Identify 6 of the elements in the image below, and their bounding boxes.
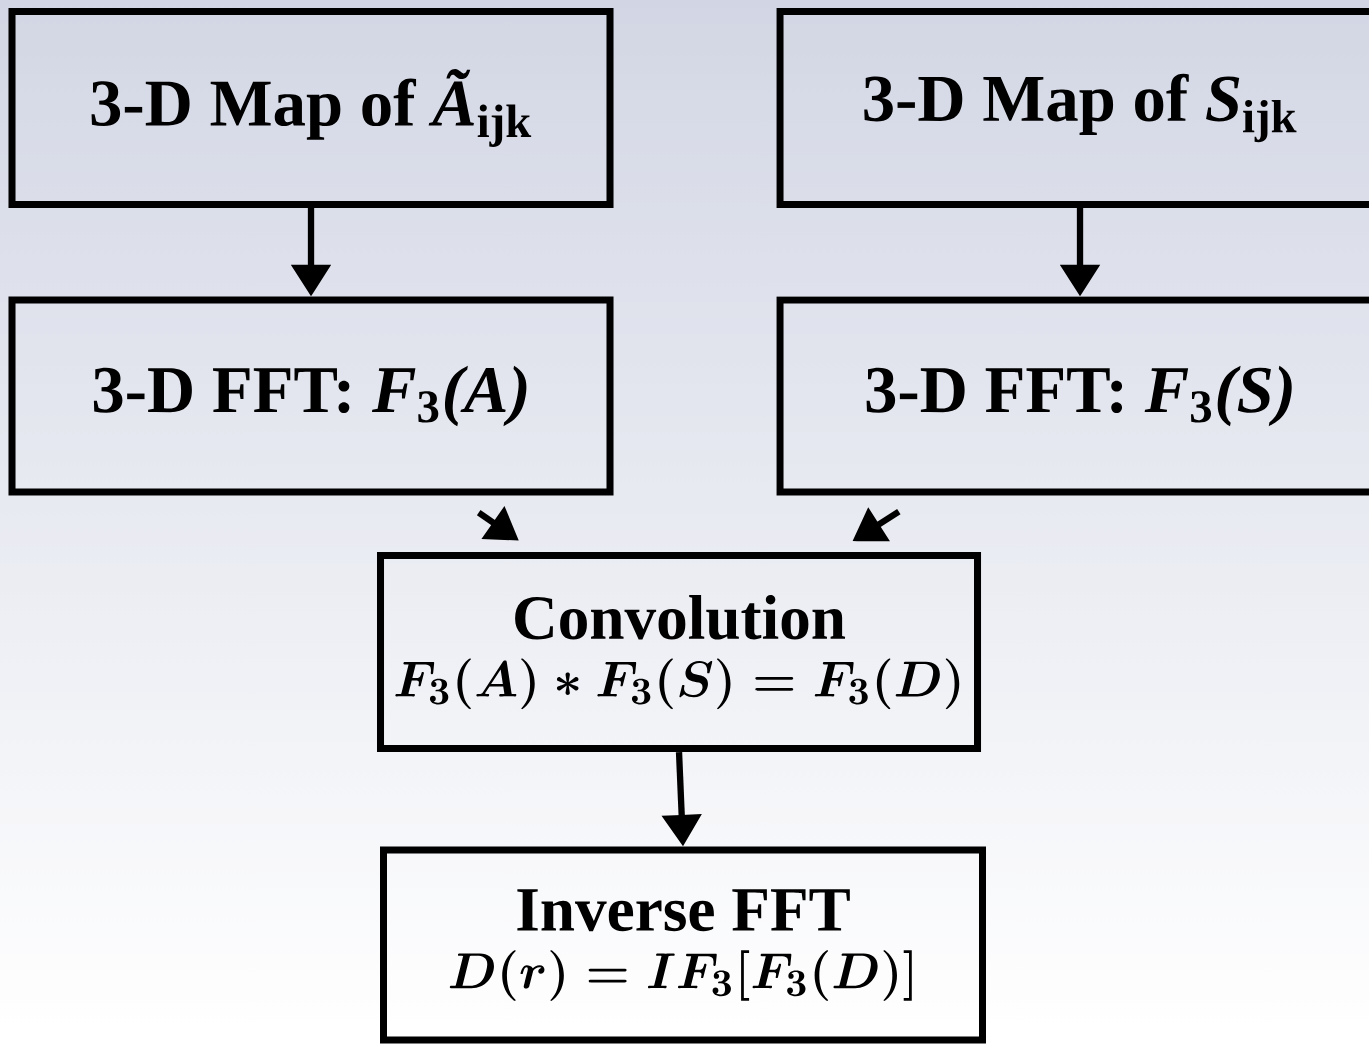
process-box: 3-D FFT: F$_{3}$(S)	[776, 296, 1369, 496]
process-box: 3-D FFT: F$_{3}$(A)	[8, 296, 614, 496]
process-box: Inverse FFT $D(r) = IF_3[F_3(D)]$	[380, 846, 987, 1044]
process-box: 3-D Map of Ã$_{ijk}$	[8, 7, 614, 208]
process-box: Convolution $F_3(A) * F_3(S) = F_3(D)$	[377, 552, 982, 753]
process-box: 3-D Map of S$_{ijk}$	[776, 7, 1369, 208]
